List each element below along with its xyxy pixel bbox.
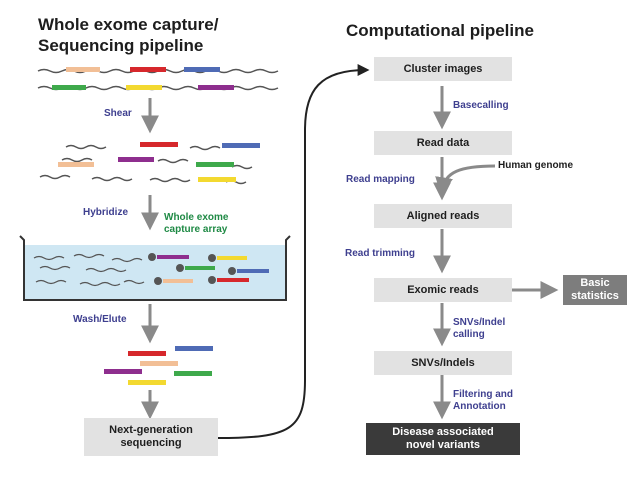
capture-array-label: Whole exome capture array bbox=[164, 212, 229, 235]
ngs-to-cluster-connector bbox=[217, 64, 370, 439]
human-genome-label: Human genome bbox=[498, 160, 574, 171]
read-mapping-label: Read mapping bbox=[346, 174, 415, 185]
ngs-box: Next-generation sequencing bbox=[84, 418, 218, 456]
exon-fragment bbox=[118, 157, 154, 162]
capture-tray bbox=[19, 235, 291, 301]
exon-fragment bbox=[184, 67, 220, 72]
read-data-box: Read data bbox=[374, 131, 512, 155]
basic-statistics-box: Basic statistics bbox=[563, 275, 627, 305]
eluted-fragments bbox=[104, 346, 213, 385]
snvs-indels-box: SNVs/Indels bbox=[374, 351, 512, 375]
right-arrows bbox=[433, 86, 559, 420]
aligned-reads-box: Aligned reads bbox=[374, 204, 512, 228]
exon-fragment bbox=[52, 85, 86, 90]
genomic-dna bbox=[37, 67, 279, 91]
right-pipeline-title: Computational pipeline bbox=[346, 21, 534, 40]
shear-label: Shear bbox=[104, 108, 132, 119]
exon-fragment bbox=[198, 85, 234, 90]
exon-fragment bbox=[66, 67, 100, 72]
hybridize-label: Hybridize bbox=[83, 207, 129, 218]
exon-fragment bbox=[196, 162, 234, 167]
basecalling-label: Basecalling bbox=[453, 100, 509, 111]
filtering-annotation-label: Filtering and Annotation bbox=[453, 389, 513, 412]
disease-variants-box: Disease associated novel variants bbox=[366, 423, 520, 455]
left-pipeline-title: Whole exome capture/ Sequencing pipeline bbox=[38, 15, 219, 55]
cluster-images-box: Cluster images bbox=[374, 57, 512, 81]
read-trimming-label: Read trimming bbox=[345, 248, 416, 259]
exon-fragment bbox=[58, 162, 94, 167]
snv-calling-label: SNVs/Indel calling bbox=[453, 317, 506, 340]
exon-fragment bbox=[140, 142, 178, 147]
exomic-reads-box: Exomic reads bbox=[374, 278, 512, 302]
wash-elute-label: Wash/Elute bbox=[73, 314, 127, 325]
exon-fragment bbox=[222, 143, 260, 148]
exon-fragment bbox=[198, 177, 236, 182]
exon-fragment bbox=[126, 85, 162, 90]
exon-fragment bbox=[130, 67, 166, 72]
